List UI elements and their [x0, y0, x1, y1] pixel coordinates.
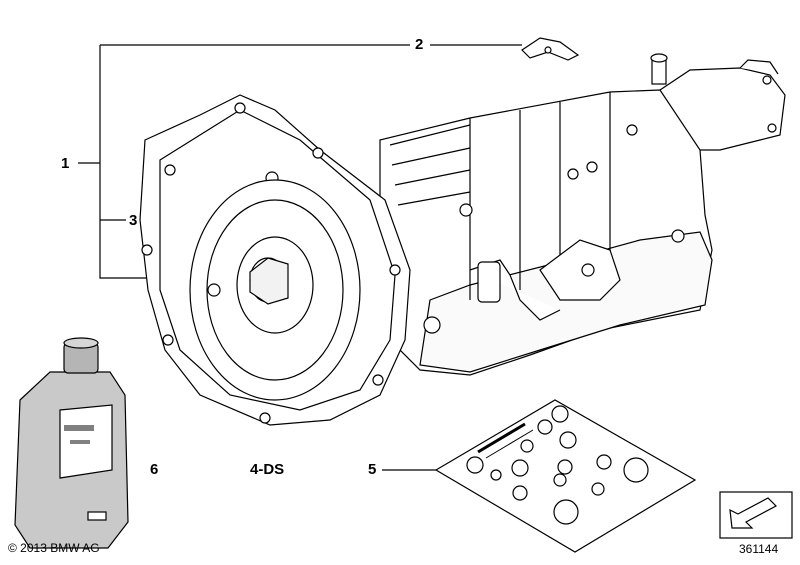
- copyright-text: © 2013 BMW AG: [8, 541, 100, 555]
- callout-4-ds: 4-DS: [250, 461, 285, 478]
- transmission-oil-bottle[interactable]: [14, 337, 129, 549]
- callout-3: 3: [129, 212, 138, 229]
- callout-2: 2: [415, 36, 424, 53]
- callout-1: 1: [61, 155, 70, 172]
- bolt-kit[interactable]: [434, 399, 697, 553]
- drawing-number: 361144: [739, 542, 779, 556]
- torque-converter[interactable]: [189, 179, 361, 401]
- callout-6: 6: [150, 461, 159, 478]
- callout-5: 5: [368, 461, 377, 478]
- navigation-arrow-icon[interactable]: [719, 491, 793, 539]
- gasket-plate[interactable]: [521, 37, 580, 61]
